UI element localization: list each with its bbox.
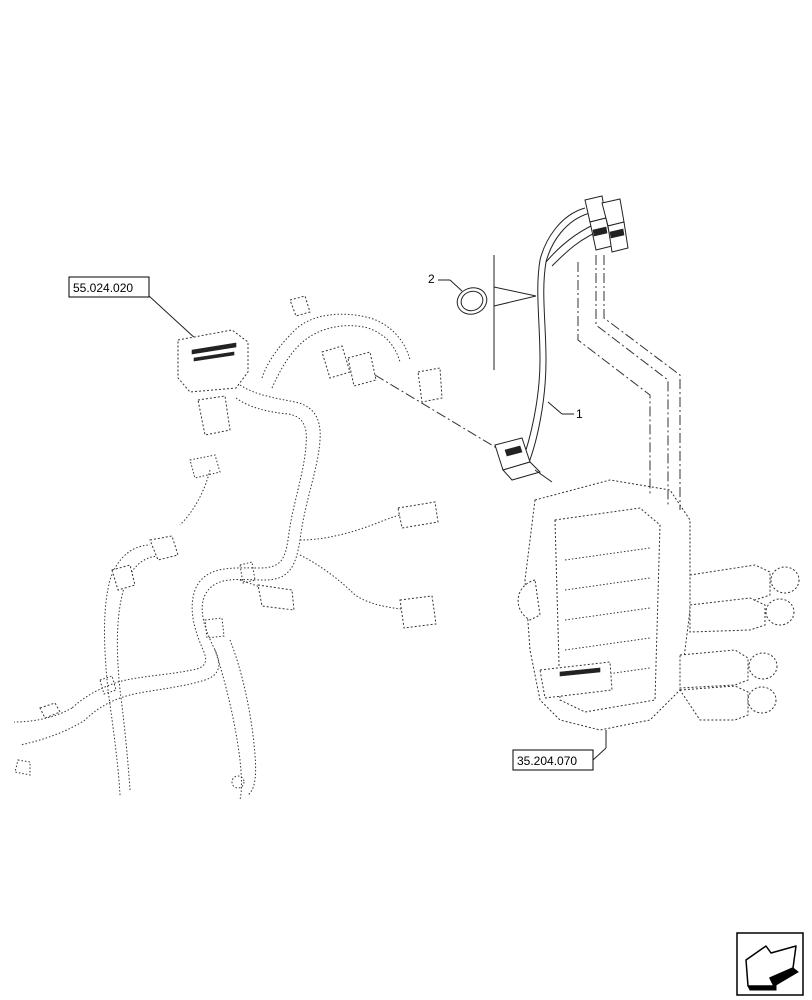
harness-connector-b — [111, 564, 136, 591]
reference-label-harness: 55.024.020 — [73, 281, 133, 295]
harness-clip-1 — [39, 702, 61, 719]
reference-label-valve: 35.204.070 — [517, 754, 577, 768]
harness-sensor — [197, 395, 231, 436]
reference-box-valve[interactable]: 35.204.070 — [512, 749, 594, 771]
harness-connector-f — [397, 501, 439, 529]
valve-section — [554, 507, 661, 713]
routing-lines — [374, 255, 681, 510]
callout-label-1: 1 — [576, 407, 583, 421]
harness-connector-g — [399, 595, 437, 629]
item-1-harness[interactable] — [494, 195, 629, 483]
callout-1[interactable]: 1 — [547, 401, 583, 421]
assembly-bracket — [493, 255, 537, 370]
harness-connector-a — [149, 535, 179, 561]
item-2-seal[interactable] — [453, 284, 490, 319]
callout-2[interactable]: 2 — [428, 272, 463, 292]
leader-line-valve — [592, 747, 607, 761]
reference-box-harness[interactable]: 55.024.020 — [68, 276, 150, 298]
harness-connector-d — [347, 351, 377, 387]
harness-connector-e — [417, 367, 443, 403]
valve-couplers — [679, 564, 800, 721]
harness-connector-c — [321, 345, 351, 379]
callout-label-2: 2 — [428, 272, 435, 286]
main-wiring-harness — [13, 295, 443, 801]
leader-line-harness — [148, 295, 198, 341]
next-page-arrow-icon[interactable] — [736, 932, 804, 996]
harness-connector-h — [257, 584, 295, 611]
control-module — [177, 329, 249, 393]
hydraulic-control-valve — [517, 479, 800, 731]
harness-clip-top — [289, 295, 311, 317]
control-module-pins — [191, 342, 237, 362]
